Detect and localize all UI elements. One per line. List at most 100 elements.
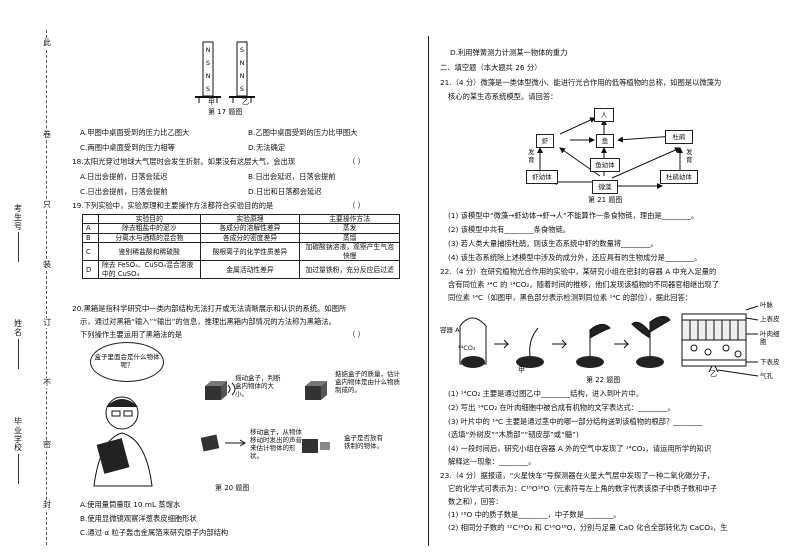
magnet-figure: N S N S S N N S bbox=[195, 41, 255, 103]
name-label: 姓名 bbox=[14, 319, 22, 337]
binding-dashed-line bbox=[46, 30, 47, 545]
black-box-figure bbox=[93, 381, 330, 487]
q22-sub3a[interactable]: (3) 叶片中的 ¹⁴C 主要是通过茎中的哪一部分结构送到该植物的根部？____… bbox=[448, 417, 703, 426]
table-cell: 加碳酸钠溶液，观察产生气泡快慢 bbox=[299, 242, 400, 262]
q20-option-a[interactable]: A.使用量筒量取 10 mL 蒸馏水 bbox=[80, 500, 181, 509]
q18-option-c[interactable]: C.日出会提前，日落会提前 bbox=[80, 187, 168, 196]
node-shrimp-larva[interactable]: 虾幼体 bbox=[526, 170, 558, 184]
q19-answer-bracket[interactable]: （ ） bbox=[348, 201, 365, 210]
table-row[interactable]: B 分离水与酒精的混合物 各成分的密度差异 蒸馏 bbox=[82, 232, 400, 244]
leaf-vein-label: 叶脉 bbox=[760, 301, 773, 309]
thought-bubble: 盒子里面会是什么物体呢？ bbox=[90, 342, 164, 382]
q23-sub1[interactable]: (1) ¹⁸O 中的质子数是________，中子数是________。 bbox=[448, 510, 621, 519]
table-cell: 金属活动性差异 bbox=[199, 260, 301, 280]
table-cell: 除去 FeSO₄、CuSO₄混合溶液中的 CuSO₄ bbox=[97, 260, 201, 280]
q21-stem-line2: 核心的某生态系统模型。请回答： bbox=[448, 92, 558, 101]
table-cell: 鉴别稀盐酸和稀硫酸 bbox=[97, 242, 201, 262]
lower-epidermis-label: 下表皮 bbox=[760, 358, 780, 366]
upper-epidermis-label: 上表皮 bbox=[760, 315, 780, 323]
name-field[interactable]: 姓名 bbox=[3, 319, 33, 370]
q21-sub2[interactable]: (2) 该模型中共有________条食物链。 bbox=[448, 225, 571, 234]
q17-option-c[interactable]: C.两图中桌面受到的压力相等 bbox=[80, 143, 175, 152]
edge-label-develop: 发育 bbox=[528, 148, 535, 165]
node-cuckoo-larva[interactable]: 杜鹃幼体 bbox=[660, 170, 698, 184]
svg-text:S: S bbox=[206, 85, 210, 93]
candidate-number-field[interactable]: 考生号 bbox=[3, 204, 33, 263]
node-microalgae[interactable]: 微藻 bbox=[592, 180, 618, 194]
gutter-char: 只 bbox=[40, 200, 54, 210]
q21-sub1[interactable]: (1) 该模型中“微藻→虾幼体→虾→人”不能算作一条食物链，理由是_______… bbox=[448, 211, 699, 220]
node-shrimp[interactable]: 虾 bbox=[536, 134, 554, 148]
table-cell: B bbox=[82, 232, 99, 244]
q19-experiment-table: 实验目的 实验原理 主要操作方法 A 除去粗盐中的泥沙 各成分的溶解性差异 蒸发… bbox=[82, 213, 400, 280]
q21-stem-line1: 21.（4 分）微藻是一类体型微小、能进行光合作用的低等植物的总称，如图是以微藻… bbox=[440, 78, 722, 87]
table-row[interactable]: A 除去粗盐中的泥沙 各成分的溶解性差异 蒸发 bbox=[82, 223, 400, 234]
table-cell: 蒸馏 bbox=[299, 232, 400, 244]
fig21-caption: 第 21 题图 bbox=[588, 196, 623, 204]
q20-stem-line1: 20.黑箱是指科学研究中一类内部结构无法打开或无法清晰展示和认识的系统。如图所 bbox=[72, 304, 347, 313]
table-cell: 除去粗盐中的泥沙 bbox=[97, 223, 201, 234]
gutter-char: 密 bbox=[40, 440, 54, 450]
table-row[interactable]: D 除去 FeSO₄、CuSO₄混合溶液中的 CuSO₄ 金属活动性差异 加过量… bbox=[82, 260, 400, 280]
q21-sub4[interactable]: (4) 该生态系统除上述模型中涉及的成分外，还应具有的生物成分是________… bbox=[448, 253, 702, 262]
fig17-jia-label: 甲 bbox=[208, 98, 215, 106]
q22-sub1[interactable]: (1) ¹⁴CO₂ 主要是通过图乙中________结构，进入到叶片中。 bbox=[448, 389, 644, 398]
svg-text:S: S bbox=[240, 85, 244, 93]
q17-option-b[interactable]: B.乙图中桌面受到的压力比甲图大 bbox=[248, 128, 358, 137]
gutter-char: 装 bbox=[40, 260, 54, 270]
school-field[interactable]: 毕业学校 bbox=[3, 417, 33, 485]
plant-experiment-figure bbox=[459, 305, 759, 377]
node-cuckoo[interactable]: 杜鹃 bbox=[665, 130, 693, 144]
candidate-number-label: 考生号 bbox=[14, 204, 22, 231]
q18-option-a[interactable]: A.日出会提前，日落会延迟 bbox=[80, 172, 168, 181]
fig22-caption: 第 22 题图 bbox=[586, 376, 621, 384]
weigh-box-note: 掂掂盒子的质量，估计盒内物体是由什么物质制成的。 bbox=[335, 370, 400, 395]
table-cell: 加过量铁粉，充分反应后过滤 bbox=[299, 260, 400, 280]
fig17-caption: 第 17 题图 bbox=[208, 108, 243, 116]
gutter-char: 不 bbox=[40, 378, 54, 388]
move-box-note: 移动盒子，从物体移动时发出的声音来估计物体的形状。 bbox=[250, 428, 302, 461]
table-cell: 酸根离子的化学性质差异 bbox=[199, 242, 301, 262]
table-header-cell bbox=[82, 213, 99, 225]
q22-sub4a: (4) 一段时间后，研究小组在容器 A 外的空气中发现了 ¹⁴CO₂，请运用所学… bbox=[448, 444, 712, 453]
table-cell: 分离水与酒精的混合物 bbox=[97, 232, 201, 244]
container-a-label: 容器 A bbox=[440, 326, 460, 334]
node-human[interactable]: 人 bbox=[594, 108, 614, 122]
q18-option-b[interactable]: B.日出会延迟，日落会提前 bbox=[248, 172, 336, 181]
table-header-cell: 实验原理 bbox=[199, 213, 301, 225]
table-row[interactable]: C 鉴别稀盐酸和稀硫酸 酸根离子的化学性质差异 加碳酸钠溶液，观察产生气泡快慢 bbox=[82, 242, 400, 262]
table-cell: 各成分的溶解性差异 bbox=[199, 223, 301, 234]
q17-option-d[interactable]: D.无法确定 bbox=[248, 143, 286, 152]
q20-option-b[interactable]: B.使用显微镜观察洋葱表皮细胞形状 bbox=[80, 514, 197, 523]
node-fish[interactable]: 鱼 bbox=[596, 134, 614, 148]
q20-option-c[interactable]: C.通过 α 粒子轰击金属箔来研究原子内部结构 bbox=[80, 528, 229, 537]
q18-answer-bracket[interactable]: （ ） bbox=[348, 157, 365, 166]
q20-stem-line2: 示，通过对黑箱“输入”“输出”的信息，推理出黑箱内部情况的方法称为黑箱法。 bbox=[80, 317, 336, 326]
q22-stem-line3: 同位素 ¹⁴C（如图甲，黑色部分表示检测到同位素 ¹⁴C 的部位），据此回答： bbox=[448, 293, 693, 302]
svg-text:N: N bbox=[240, 59, 245, 67]
fig20-caption: 第 20 题图 bbox=[215, 484, 250, 492]
fig17-yi-label: 乙 bbox=[242, 98, 249, 106]
q22-sub4b[interactable]: 解释这一现象：________。 bbox=[448, 457, 536, 466]
q17-option-a[interactable]: A.甲图中桌面受到的压力比乙图大 bbox=[80, 128, 190, 137]
table-header-row: 实验目的 实验原理 主要操作方法 bbox=[82, 213, 400, 225]
node-fish-larva[interactable]: 鱼幼体 bbox=[590, 158, 620, 172]
gutter-char: 封 bbox=[40, 500, 54, 510]
q22-sub2[interactable]: (2) 写出 ¹⁴CO₂ 在叶肉细胞中被合成有机物的文字表达式：________… bbox=[448, 403, 675, 412]
table-header-cell: 主要操作方法 bbox=[299, 213, 400, 225]
gutter-char: 卷 bbox=[40, 130, 54, 140]
q21-sub3[interactable]: (3) 若人类大量捕捞杜鹃，则该生态系统中虾的数量将________。 bbox=[448, 239, 658, 248]
gutter-char: 订 bbox=[40, 318, 54, 328]
table-cell: C bbox=[82, 242, 99, 262]
magnet-box-note: 盒子是否放有铁制的物体。 bbox=[344, 434, 383, 451]
thought-bubble-text: 盒子里面会是什么物体呢？ bbox=[94, 353, 160, 369]
binding-gutter: 此 卷 只 装 订 不 密 封 考生号 姓名 毕业学校 bbox=[0, 0, 60, 560]
q18-option-d[interactable]: D.日出和日落都会延迟 bbox=[248, 187, 322, 196]
q20-option-d[interactable]: D.利用弹簧测力计测某一物体的重力 bbox=[450, 48, 568, 57]
q20-stem-line3: 下列操作主要运用了黑箱法的是 bbox=[80, 330, 183, 339]
shake-box-note: 摇动盒子，判断盒内物体的大小。 bbox=[235, 374, 281, 399]
q20-answer-bracket[interactable]: （ ） bbox=[348, 330, 365, 339]
q23-stem-line1: 23.（4 分）据报道，“火星快车”号探测器在火星大气层中发现了一种二氧化碳分子… bbox=[440, 471, 715, 480]
table-cell: 蒸发 bbox=[299, 223, 400, 234]
q23-sub2[interactable]: (2) 相同分子数的 ¹²C¹⁶O₂ 和 C¹⁶O¹⁸O，分别与足量 CaO 化… bbox=[448, 523, 728, 532]
